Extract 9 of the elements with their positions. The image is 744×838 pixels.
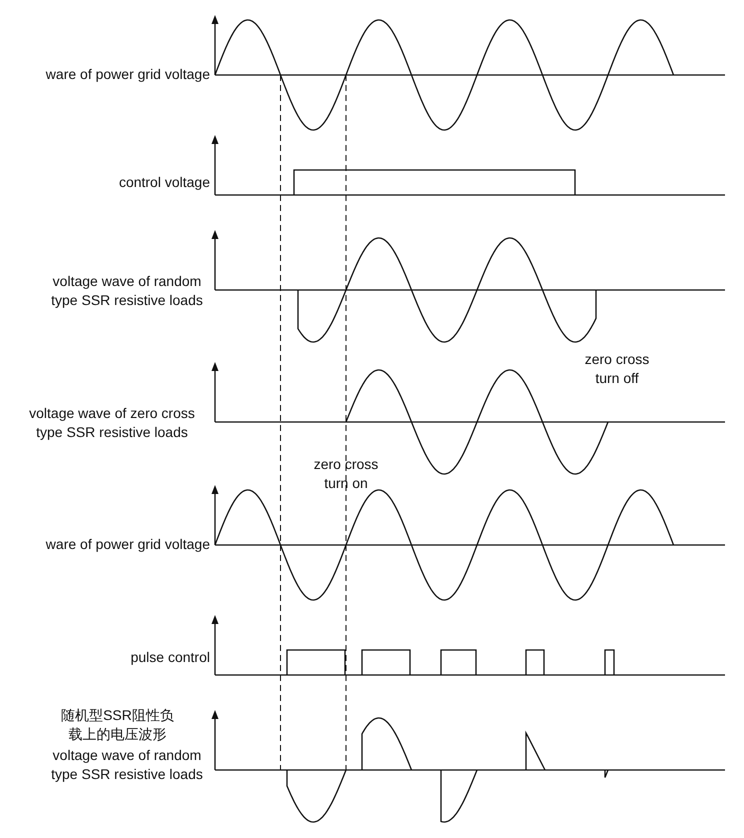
waveform-label: ware of power grid voltage — [44, 65, 210, 84]
waveform-label: zero cross turn off — [584, 350, 650, 388]
waveform-label: voltage wave of zero cross type SSR resistive loads — [28, 404, 196, 442]
waveform-label: ware of power grid voltage — [44, 535, 210, 554]
waveform-label: voltage wave of random type SSR resistive loads — [50, 272, 204, 310]
waveform-label: control voltage — [118, 173, 210, 192]
waveform-label: zero cross turn on — [312, 455, 380, 493]
waveform-label: pulse control — [130, 648, 210, 667]
waveform-label: voltage wave of random type SSR resistive loads — [50, 746, 204, 784]
